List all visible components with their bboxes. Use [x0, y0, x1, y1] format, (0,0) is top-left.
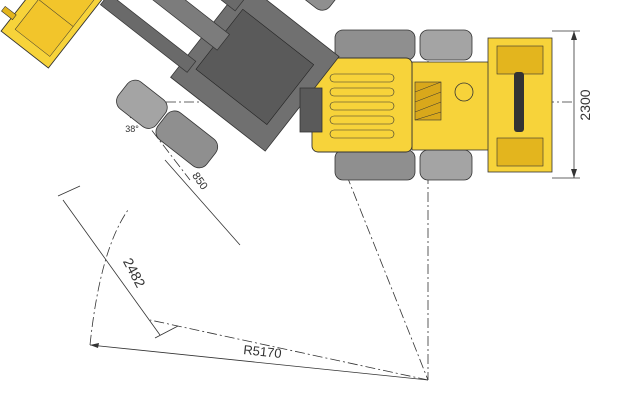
rear-tire-top-right — [419, 29, 473, 61]
lift-arm-bottom — [99, 0, 197, 73]
front-tire-top-inner — [278, 0, 342, 11]
rear-grille-slot — [514, 72, 524, 132]
dim-line-2482 — [62, 199, 161, 336]
dim-label-turn-radius: R5170 — [243, 342, 283, 361]
radius-dimension-line — [89, 344, 429, 381]
rear-tire-bottom-right — [419, 149, 473, 181]
rear-tires — [334, 29, 473, 181]
cab-roof-ribs — [329, 73, 395, 139]
dim-arrow-bottom — [571, 169, 577, 178]
rear-tire-bottom-left — [334, 149, 416, 181]
bucket-ribs — [38, 0, 74, 27]
dim-arrow-top — [571, 31, 577, 40]
dim-label-cylinder: 850 — [189, 170, 209, 192]
turning-arc — [89, 209, 129, 346]
front-centerline — [319, 107, 429, 381]
bucket-inner — [14, 0, 196, 57]
dim-line-850 — [164, 159, 241, 246]
front-tire-bottom-outer — [116, 79, 168, 129]
radiator-hatch — [414, 81, 442, 121]
counterweight-bottom-panel — [496, 137, 544, 167]
front-frame — [0, 0, 342, 169]
front-tire-bottom-inner — [155, 110, 219, 169]
articulation-joint — [299, 87, 323, 133]
dim-ext-bucket-top — [57, 185, 81, 197]
fuel-cap — [454, 82, 474, 102]
radius-line-inner — [149, 319, 429, 381]
bucket-teeth — [1, 5, 17, 21]
dim-ext-bucket-bottom — [154, 325, 179, 339]
construction-lines — [57, 30, 580, 381]
tilt-linkage — [145, 0, 230, 51]
counterweight-top-panel — [496, 45, 544, 75]
radiator-grid — [414, 81, 442, 121]
rear-frame — [411, 37, 553, 173]
rear-tire-top-left — [334, 29, 416, 61]
radius-arrow-head — [90, 343, 99, 348]
dim-label-width: 2300 — [577, 89, 593, 120]
lift-arm-top — [147, 0, 245, 12]
dim-label-angle: 38° — [125, 124, 139, 134]
angle-leg — [129, 101, 191, 181]
